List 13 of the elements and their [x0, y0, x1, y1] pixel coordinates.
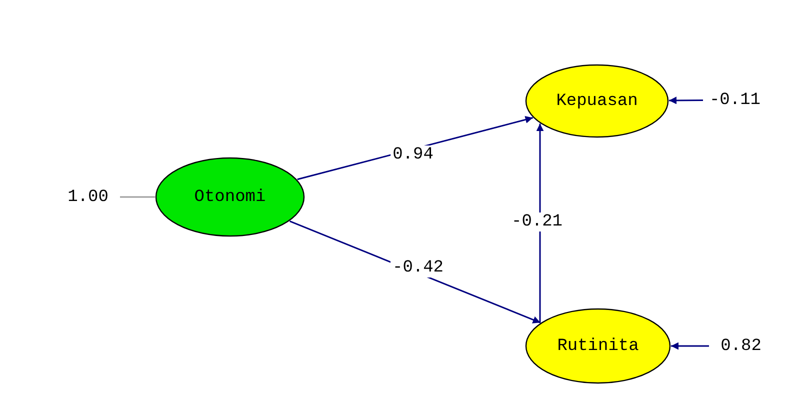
coefficient-value: 0.82: [720, 336, 762, 356]
path-arrow: [671, 342, 709, 350]
coefficient-value: 1.00: [68, 188, 108, 206]
coefficient-value: -0.11: [709, 90, 760, 110]
latent-variable-ellipse: [525, 308, 671, 384]
path-arrow: [536, 124, 544, 323]
variable-name: Kepuasan: [556, 92, 638, 110]
variable-name: Otonomi: [194, 188, 266, 206]
path-arrow: [668, 96, 703, 104]
edge-label: -0.42: [390, 258, 446, 278]
variable-name: Rutinita: [557, 336, 639, 356]
latent-variable-ellipse: [155, 157, 305, 237]
latent-variable-ellipse: [525, 64, 669, 138]
